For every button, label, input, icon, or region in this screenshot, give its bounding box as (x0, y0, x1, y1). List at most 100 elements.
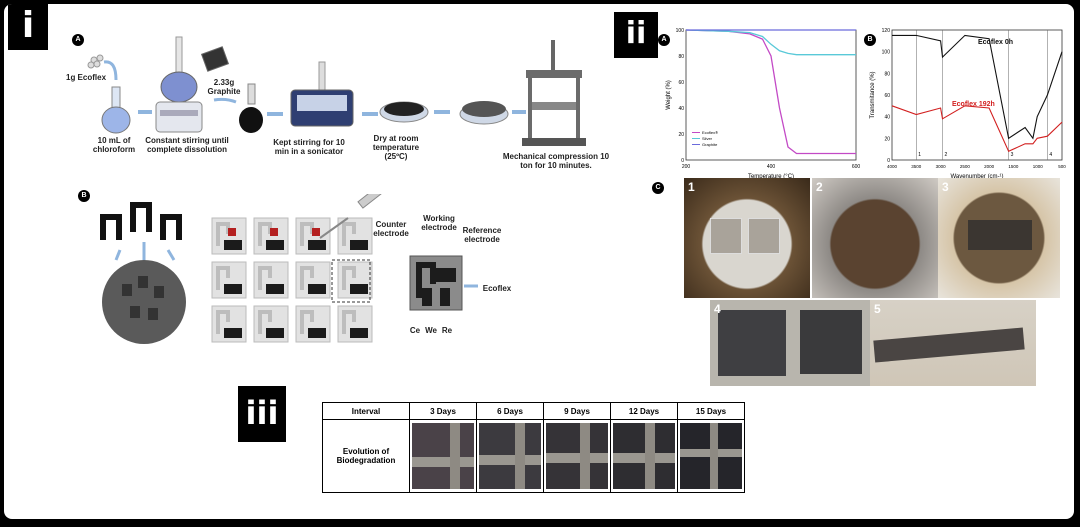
label-sonicator: Kept stirring for 10 min in a sonicator (273, 138, 345, 156)
photo-number-1: 1 (688, 180, 695, 194)
hydraulic-press-icon (522, 40, 586, 146)
panel-ii-sub-a: A (658, 34, 670, 46)
label-ce: Ce (409, 326, 421, 335)
pipette-icon (319, 194, 394, 239)
ftir-y-tick: 60 (884, 93, 890, 99)
tga-xlabel: Temperature (°C) (748, 174, 794, 180)
electrode-cell (295, 261, 331, 299)
ftir-x-tick: 1000 (1033, 164, 1044, 169)
photo-5: 5 (870, 300, 1036, 386)
ftir-y-tick: 0 (887, 158, 890, 164)
photo-1: 1 (684, 178, 810, 298)
photo-4: 4 (710, 300, 870, 386)
electrode-zoom-illustration (409, 255, 478, 311)
sample-photo-15days (677, 419, 745, 493)
table-header-cell: 6 Days (476, 402, 544, 420)
sample-photo-9days (543, 419, 611, 493)
ftir-x-tick: 3500 (911, 164, 922, 169)
tga-y-tick: 20 (678, 132, 684, 138)
photo-3: 3 (938, 178, 1060, 298)
ecoflex-pellets-icon (87, 54, 104, 69)
electrode-cell (211, 261, 247, 299)
table-row-label: Evolution of Biodegradation (322, 419, 410, 493)
label-graphite: 2.33g Graphite (207, 78, 241, 96)
label-stirring: Constant stirring until complete dissolu… (145, 136, 229, 154)
electrode-cell (337, 305, 373, 343)
ftir-series-label-0h: Ecoflex 0h (978, 39, 1013, 46)
panel-i-sub-b: B (78, 190, 90, 202)
electrode-cell (295, 305, 331, 343)
electrode-cell (337, 217, 373, 255)
tga-y-tick: 80 (678, 54, 684, 60)
table-header-cell: 3 Days (409, 402, 477, 420)
electrode-pattern-icon (100, 202, 182, 240)
label-re: Re (441, 326, 453, 335)
ftir-y-tick: 80 (884, 71, 890, 77)
tga-legend-entry: Ecoflex® (702, 130, 718, 135)
ftir-band-marker: 1 (918, 152, 921, 158)
electrode-cell (253, 305, 289, 343)
biodegradation-table: Interval 3 Days 6 Days 9 Days 12 Days 15… (322, 402, 745, 493)
ftir-x-tick: 500 (1058, 164, 1066, 169)
label-ecoflex-substrate: Ecoflex (482, 284, 512, 293)
disc-icon (102, 260, 186, 344)
panel-iii-label: iii (238, 386, 286, 442)
photo-number-2: 2 (816, 180, 823, 194)
ftir-y-tick: 100 (882, 50, 891, 56)
tga-y-tick: 0 (681, 158, 684, 164)
ftir-band-marker: 2 (945, 152, 948, 158)
ftir-y-tick: 120 (882, 28, 891, 34)
panel-ii-sub-c: C (652, 182, 664, 194)
tga-ylabel: Weight (%) (666, 80, 672, 110)
arrow-icon (103, 60, 118, 81)
ftir-ylabel: Transmitance (%) (870, 71, 876, 118)
ftir-x-tick: 3000 (936, 164, 947, 169)
tga-series-line (685, 29, 856, 56)
photo-number-4: 4 (714, 302, 721, 316)
sample-photo-12days (610, 419, 678, 493)
sonicator-icon (290, 61, 354, 127)
graphite-jar-icon (200, 46, 230, 72)
electrode-cell (211, 305, 247, 343)
table-row: Evolution of Biodegradation (322, 419, 745, 493)
figure-canvas: i A (4, 4, 1074, 519)
sample-photo-6days (476, 419, 544, 493)
label-chloroform: 10 mL of chloroform (92, 136, 136, 154)
photo-2: 2 (812, 178, 938, 298)
electrode-layout-illustration (100, 194, 394, 344)
label-ecoflex: 1g Ecoflex (66, 73, 107, 82)
tga-y-tick: 40 (678, 106, 684, 112)
panel-i-process-illustration (87, 36, 586, 146)
photo-number-5: 5 (874, 302, 881, 316)
electrode-cell (253, 261, 289, 299)
ftir-x-tick: 2500 (960, 164, 971, 169)
black-flask-icon (239, 83, 263, 133)
petri-dish-icon (379, 101, 429, 123)
ftir-band-marker: 3 (1011, 152, 1014, 158)
table-header-cell: Interval (322, 402, 410, 420)
compressed-disc-icon (459, 101, 509, 125)
label-working-electrode: Working electrode (421, 214, 457, 232)
electrode-cell (253, 217, 289, 255)
arrow-icon (213, 97, 237, 104)
label-we: We (425, 326, 437, 335)
tga-legend-entry: Graphite (702, 142, 718, 147)
electrode-cell (337, 261, 373, 299)
sample-photo-3days (409, 419, 477, 493)
label-counter-electrode: Counter electrode (373, 220, 409, 238)
ftir-y-tick: 40 (884, 115, 890, 121)
ftir-x-tick: 1500 (1008, 164, 1019, 169)
tga-x-tick: 400 (767, 164, 776, 170)
tga-legend-entry: Silver (702, 136, 713, 141)
tga-y-tick: 100 (676, 28, 685, 34)
table-header-cell: 9 Days (543, 402, 611, 420)
electrode-grid (211, 217, 373, 343)
ftir-series-line (891, 105, 1063, 153)
flask-icon (101, 86, 131, 134)
label-compression: Mechanical compression 10 ton for 10 min… (502, 152, 610, 170)
ftir-series-label-192h: Ecoflex 192h (952, 101, 995, 108)
ftir-series-line (892, 34, 1063, 140)
label-reference-electrode: Reference electrode (462, 226, 502, 244)
